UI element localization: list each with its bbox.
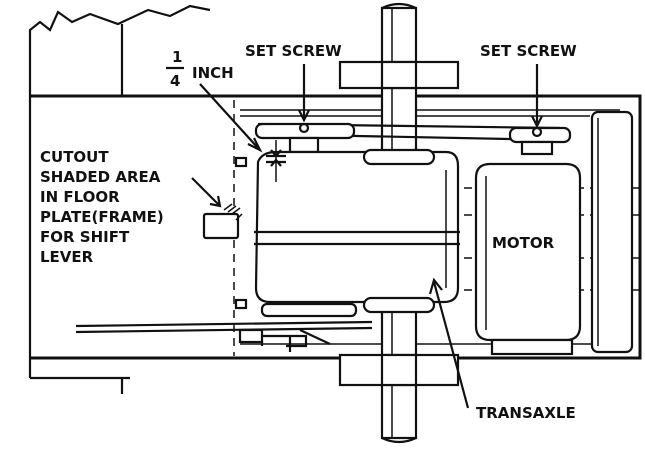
shift-lever-cutout-shade [223, 203, 243, 221]
set-screw-right-leader [531, 64, 543, 129]
set-screw-left-head [298, 122, 310, 134]
axle-shaft-over-top [380, 60, 418, 90]
lower-pulley [260, 302, 358, 318]
cutout-label-line-4: PLATE(FRAME) [40, 208, 164, 226]
axle-shaft-top-end [381, 2, 417, 10]
end-plate [590, 110, 634, 354]
mount-bolt-top [234, 156, 248, 168]
axle-shaft-over-bottom [380, 353, 418, 387]
motor-pulley-hub [520, 140, 554, 156]
cutout-label-line-5: FOR SHIFT [40, 228, 130, 246]
transaxle-bottom-boss [362, 296, 436, 314]
cutout-label-line-3: IN FLOOR [40, 188, 120, 206]
motor-body [474, 162, 582, 342]
fraction-numerator: 1 [172, 48, 182, 66]
frame-wall [28, 4, 211, 378]
shift-linkage [256, 329, 331, 352]
transaxle-top-boss [362, 148, 436, 166]
gap-arrow-down [270, 158, 282, 167]
linkage-bracket [238, 328, 264, 344]
set-screw-left-label: SET SCREW [245, 42, 342, 60]
linkage-rod-2 [75, 326, 373, 334]
shift-lever-cutout [202, 212, 240, 240]
floor-plate [30, 94, 642, 360]
fraction-denominator: 4 [170, 72, 180, 90]
mount-bolt-bottom [234, 298, 248, 310]
linkage-rod-1 [75, 320, 373, 328]
cutout-label-line-2: SHADED AREA [40, 168, 161, 186]
inch-label: INCH [192, 64, 234, 82]
set-screw-right-label: SET SCREW [480, 42, 577, 60]
motor-label: MOTOR [492, 234, 555, 252]
cutout-label-line-1: CUTOUT [40, 148, 109, 166]
cutout-label-line-6: LEVER [40, 248, 94, 266]
transaxle-leader [428, 277, 470, 409]
motor-base [490, 338, 574, 356]
axle-shaft-bottom-end [381, 436, 417, 444]
inch-leader [199, 83, 263, 153]
transaxle-housing [254, 150, 460, 304]
set-screw-left-leader [298, 64, 310, 123]
set-screw-right-head [531, 126, 543, 138]
transaxle-pulley-hub [288, 136, 320, 154]
transaxle-label: TRANSAXLE [476, 404, 576, 422]
cutout-leader-arrow [191, 177, 222, 208]
